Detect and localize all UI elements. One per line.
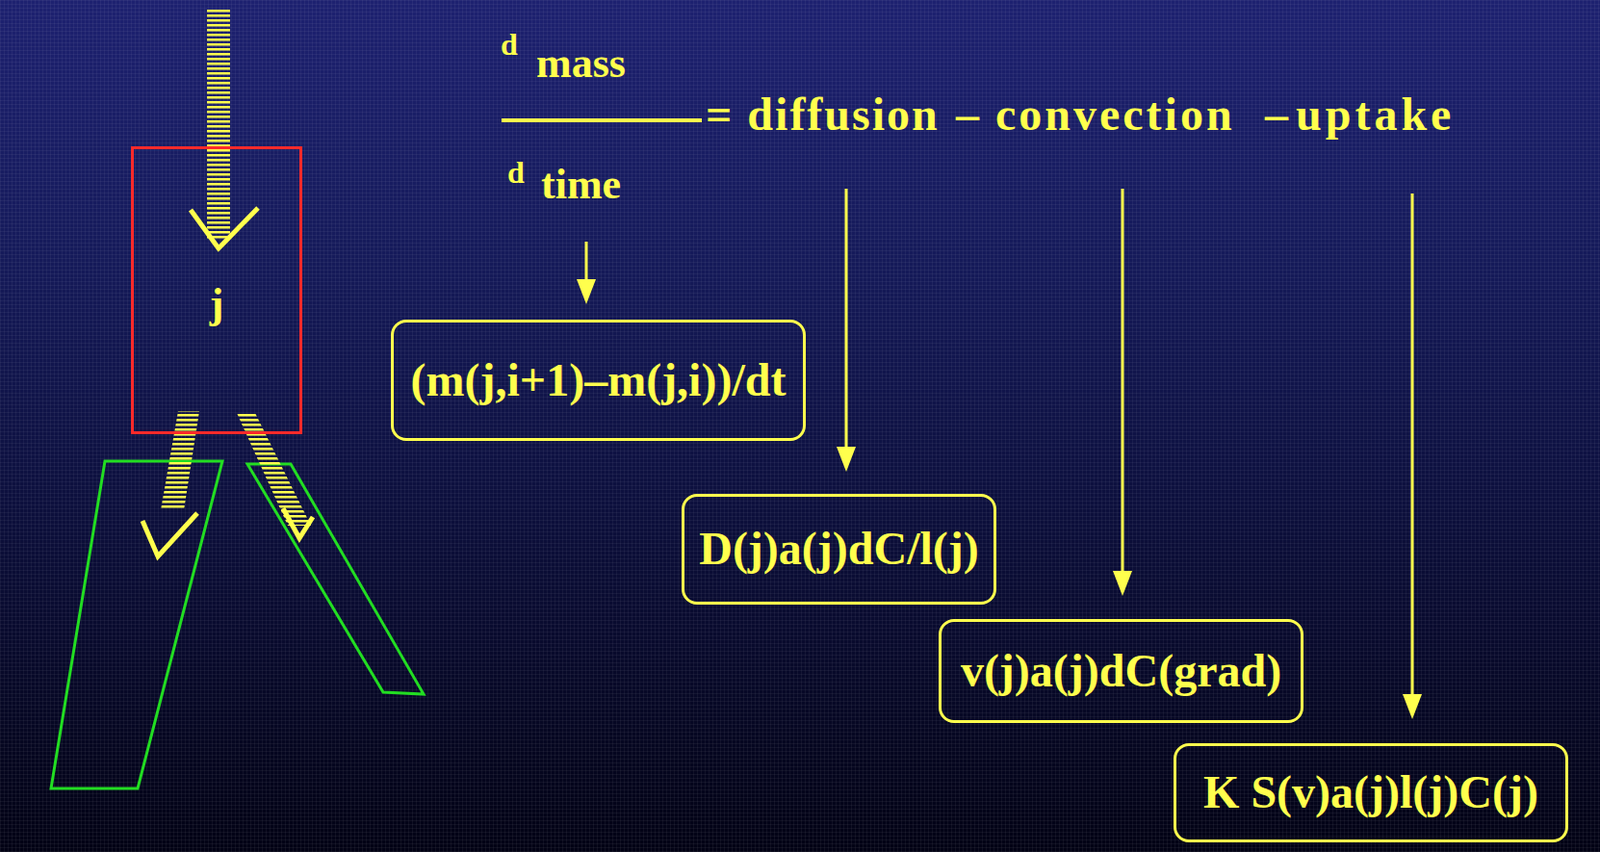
formula-box: D(j)a(j)dC/l(j) xyxy=(681,493,997,605)
leader-line xyxy=(585,241,589,282)
differential-symbol: d xyxy=(500,28,518,60)
arrow-head xyxy=(1112,570,1133,596)
arrow-head xyxy=(1402,694,1422,720)
differential-symbol: d xyxy=(507,156,525,188)
leader-arrows xyxy=(576,188,1422,720)
node-label: (m(j,i+1)–m(j,i))/dt xyxy=(411,355,787,407)
fraction-bar xyxy=(501,118,702,123)
node-label: v(j)a(j)dC(grad) xyxy=(960,645,1282,697)
compartment-box: j xyxy=(130,146,303,435)
equation-operator: – xyxy=(1264,91,1289,138)
node-label: D(j)a(j)dC/l(j) xyxy=(698,523,980,575)
equation-term: mass xyxy=(536,42,626,85)
arrow-head xyxy=(576,279,596,305)
branch-vessel xyxy=(247,464,424,695)
node-label: K S(v)a(j)l(j)C(j) xyxy=(1203,767,1539,819)
formula-box: (m(j,i+1)–m(j,i))/dt xyxy=(390,319,806,441)
leader-line xyxy=(1121,188,1125,573)
formula-box: K S(v)a(j)l(j)C(j) xyxy=(1173,743,1569,843)
flow-arrow-shaft xyxy=(206,7,231,241)
leader-line xyxy=(845,188,849,449)
branch-vessel xyxy=(51,461,223,789)
equation-term: time xyxy=(541,163,621,207)
flow-arrow-head xyxy=(142,513,198,557)
equation-operator: – xyxy=(955,91,980,138)
equation-term: = diffusion xyxy=(705,91,940,138)
equation-term: uptake xyxy=(1295,91,1455,138)
flow-arrow-head xyxy=(283,508,313,539)
node-label: j xyxy=(209,281,225,328)
formula-box: v(j)a(j)dC(grad) xyxy=(938,619,1304,723)
equation-term: convection xyxy=(995,91,1236,138)
arrow-head xyxy=(836,446,856,472)
leader-line xyxy=(1411,193,1415,697)
flow-arrow-head xyxy=(190,207,259,249)
flow-arrow-shaft xyxy=(160,411,200,511)
